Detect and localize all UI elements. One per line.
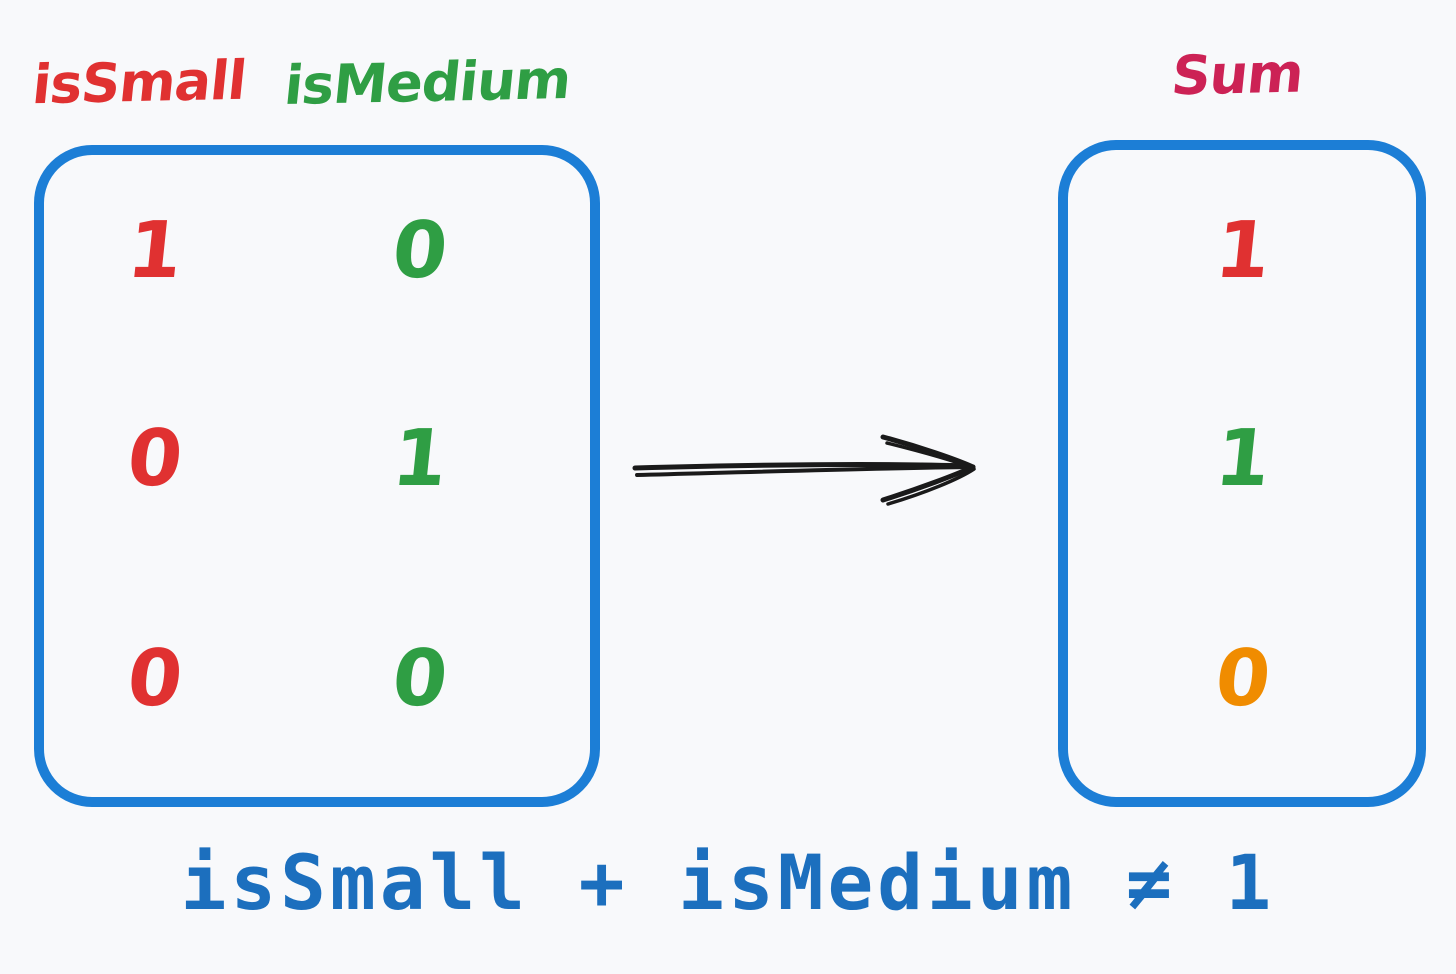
column-header-ismedium: isMedium [281,48,574,117]
matrix-cell-r3-ismedium: 0 [388,634,452,724]
column-header-sum: Sum [1168,41,1307,108]
matrix-cell-r1-ismedium: 0 [388,206,452,296]
sum-cell-r3: 0 [1211,634,1275,724]
sum-cell-r2: 1 [1211,414,1275,504]
right-arrow-icon [625,405,1010,535]
matrix-cell-r1-issmall: 1 [123,206,187,296]
constraint-equation: isSmall + isMedium ≠ 1 [180,838,1276,927]
sum-cell-r1: 1 [1211,206,1275,296]
column-header-issmall: isSmall [29,48,249,117]
matrix-cell-r2-issmall: 0 [123,414,187,504]
matrix-cell-r3-issmall: 0 [123,634,187,724]
input-matrix-box [34,145,600,807]
sum-column-box [1058,140,1426,807]
matrix-cell-r2-ismedium: 1 [388,414,452,504]
right-arrow-svg [632,434,976,506]
